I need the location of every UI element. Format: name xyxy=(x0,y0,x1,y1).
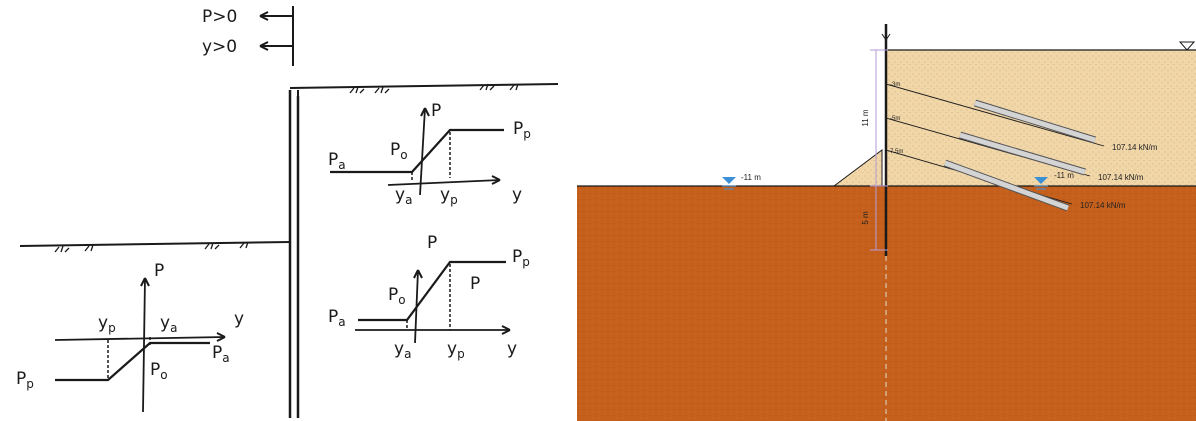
middle-ya-tick: ya xyxy=(394,339,411,361)
anchor-force-label: 107.14 kN/m xyxy=(1112,143,1158,152)
upper-yp-tick: yp xyxy=(440,185,458,207)
top-arrow-icon xyxy=(881,24,891,41)
svg-text:-11 m: -11 m xyxy=(741,173,761,182)
lower-ya-tick: ya xyxy=(160,313,177,335)
anchor-depth-label: -7.5m xyxy=(888,149,903,155)
p-y-sketch-labels: P>0 y>0 P y Pa Po Pp ya yp P y P Pa Po P… xyxy=(16,7,531,391)
surface-marker-icon xyxy=(1178,41,1196,51)
middle-p-label: P xyxy=(470,274,480,294)
dimension-bottom-label: 5 m xyxy=(861,211,870,225)
ground-surface-excavation xyxy=(19,241,291,253)
berm xyxy=(832,149,883,187)
anchor-1: -3m 107.14 kN/m xyxy=(885,82,1158,152)
upper-axis-p-label: P xyxy=(431,101,441,121)
upper-axis-y-label: y xyxy=(512,185,522,205)
ground-surface-retained xyxy=(289,83,559,96)
sign-convention xyxy=(259,6,294,66)
middle-pa-label: Pa xyxy=(328,307,346,329)
lower-axis-p-label: P xyxy=(154,261,164,281)
upper-pp-label: Pp xyxy=(513,119,531,141)
anchor-force-label: 107.14 kN/m xyxy=(1098,173,1144,182)
anchor-force-label: 107.14 kN/m xyxy=(1080,201,1126,210)
lower-axis-y-label: y xyxy=(234,309,244,329)
p-y-sketch-panel xyxy=(19,6,559,418)
water-level-left: -11 m xyxy=(722,173,761,190)
lower-yp-tick: yp xyxy=(98,313,116,335)
middle-axis-y-label: y xyxy=(507,339,517,359)
middle-p-y-curve xyxy=(355,260,511,344)
upper-pa-label: Pa xyxy=(328,150,346,172)
svg-text:-11 m: -11 m xyxy=(1054,171,1074,180)
retaining-wall xyxy=(288,90,300,418)
middle-yp-tick: yp xyxy=(447,339,465,361)
anchor-depth-label: -3m xyxy=(890,82,900,88)
upper-ya-tick: ya xyxy=(395,185,412,207)
dimension-top-label: 11 m xyxy=(861,109,870,127)
wall-model-panel: 11 m 5 m -11 m -11 m -3m 107.14 kN/m xyxy=(577,24,1196,421)
middle-pp-label: Pp xyxy=(512,247,530,269)
anchor-3: -7.5m 107.14 kN/m xyxy=(885,149,1126,212)
wall-dimensions xyxy=(870,49,888,251)
middle-po-label: Po xyxy=(388,285,406,307)
anchor-depth-label: -5m xyxy=(890,116,900,122)
lower-pa-label: Pa xyxy=(212,343,230,365)
upper-po-label: Po xyxy=(390,140,408,162)
lower-p-y-curve xyxy=(54,277,226,413)
anchor-2: -5m 107.14 kN/m xyxy=(885,116,1144,182)
middle-axis-p-label: P xyxy=(427,233,437,253)
upper-p-y-curve xyxy=(330,107,504,196)
p-positive-label: P>0 xyxy=(202,7,237,27)
lower-pp-label: Pp xyxy=(16,369,34,391)
y-positive-label: y>0 xyxy=(202,37,237,57)
water-level-right: -11 m xyxy=(1034,171,1074,190)
sand-layer xyxy=(886,50,1196,186)
lower-po-label: Po xyxy=(150,360,168,382)
